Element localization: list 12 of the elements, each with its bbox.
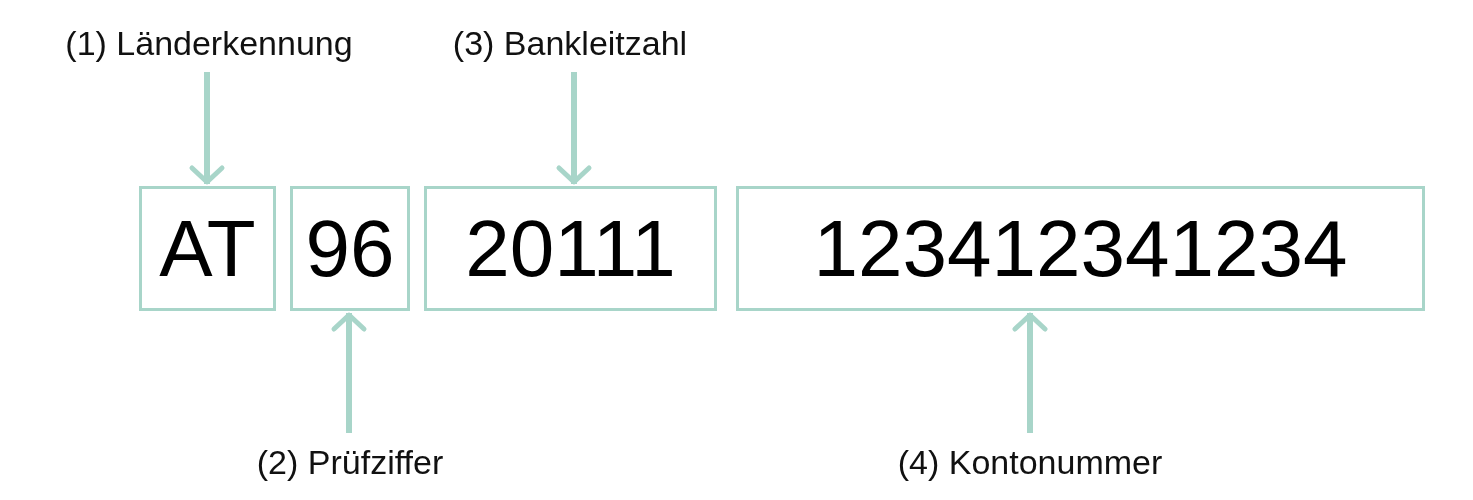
callout-label: (2) Prüfziffer bbox=[226, 437, 474, 487]
arrow bbox=[556, 72, 592, 185]
arrow bbox=[331, 312, 367, 433]
code-segment-box: 20111 bbox=[424, 186, 717, 311]
code-segment-box: 123412341234 bbox=[736, 186, 1425, 311]
callout-label: (3) Bankleitzahl bbox=[420, 18, 720, 68]
arrow bbox=[1012, 312, 1048, 433]
callout-label: (1) Länderkennung bbox=[30, 18, 388, 68]
callout-label: (4) Kontonummer bbox=[860, 437, 1200, 487]
code-segment-box: 96 bbox=[290, 186, 410, 311]
code-segment-box: AT bbox=[139, 186, 276, 311]
arrow bbox=[189, 72, 225, 185]
